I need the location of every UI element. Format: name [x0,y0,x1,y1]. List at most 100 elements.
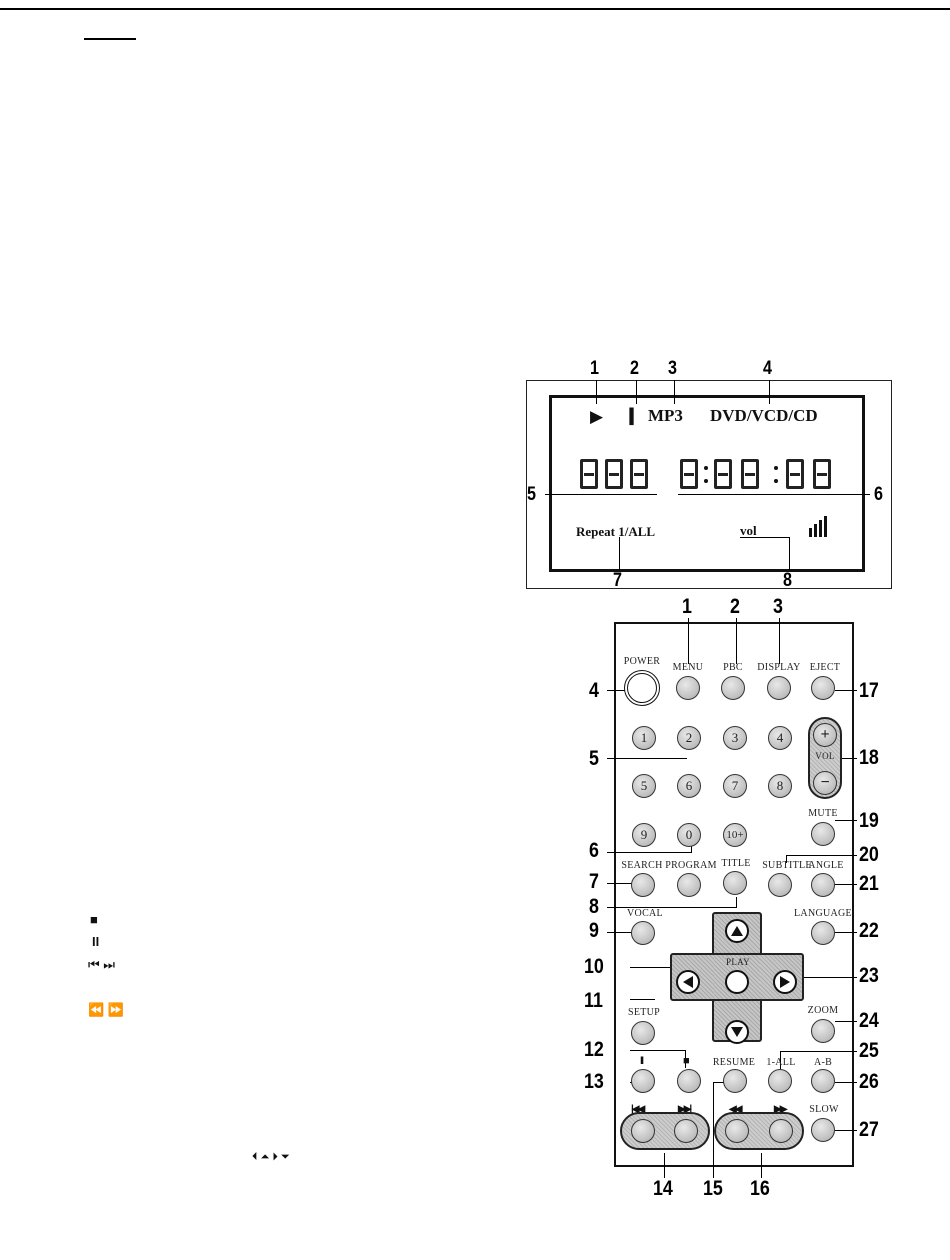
language-button[interactable] [811,921,835,945]
subtitle-button[interactable] [768,873,792,897]
lcd-leader-4 [769,380,770,404]
vocal-button[interactable] [631,921,655,945]
remote-leader-6 [607,852,692,853]
angle-label: ANGLE [808,860,844,871]
down-arrow-button[interactable] [725,1020,749,1044]
pause-icon: II [92,934,100,949]
remote-leader-22 [835,932,857,933]
lcd-screen [549,395,865,572]
resume-button[interactable] [723,1069,747,1093]
remote-callout-27: 27 [859,1118,879,1141]
remote-leader-24 [835,1021,857,1022]
digit-3-button[interactable]: 3 [723,726,747,750]
remote-leader-23 [768,977,857,978]
colon-dot [704,479,708,483]
menu-label: MENU [672,662,704,673]
segment-digit [605,459,623,489]
angle-button[interactable] [811,873,835,897]
remote-leader-14 [664,1153,665,1178]
remote-callout-6: 6 [589,839,599,862]
digit-10plus-button[interactable]: 10+ [723,823,747,847]
remote-leader-2 [736,618,737,664]
volume-down-button[interactable]: − [813,771,837,795]
lcd-leader-1 [596,380,597,404]
rewind-button[interactable] [725,1119,749,1143]
power-button[interactable] [624,670,660,706]
remote-callout-12: 12 [584,1038,604,1061]
digit-4-button[interactable]: 4 [768,726,792,750]
left-arrow-icon [683,976,693,988]
program-button[interactable] [677,873,701,897]
digit-9-button[interactable]: 9 [632,823,656,847]
fast-forward-icon: ▶▶ [774,1104,787,1115]
up-arrow-button[interactable] [725,919,749,943]
eject-button[interactable] [811,676,835,700]
remote-leader-11 [630,999,655,1000]
digit-1-button[interactable]: 1 [632,726,656,750]
lcd-leader-6 [678,494,870,495]
pbc-button[interactable] [721,676,745,700]
remote-callout-4: 4 [589,679,599,702]
setup-button[interactable] [631,1021,655,1045]
repeat-one-all-button[interactable] [768,1069,792,1093]
digit-5-button[interactable]: 5 [632,774,656,798]
pause-symbol-icon: II [640,1055,644,1067]
volume-up-button[interactable]: + [813,723,837,747]
stop-symbol-icon: ■ [683,1055,690,1067]
digit-0-button[interactable]: 0 [677,823,701,847]
skip-icon: ⏮ ⏭ [88,957,116,972]
down-arrow-icon [731,1027,743,1037]
lcd-leader-7 [619,537,620,570]
remote-leader-26 [835,1082,857,1083]
menu-button[interactable] [676,676,700,700]
volume-bar [809,528,812,537]
stop-icon: ■ [90,912,98,927]
remote-callout-7: 7 [589,870,599,893]
colon-dot [774,479,778,483]
left-arrow-button[interactable] [676,970,700,994]
remote-leader-5 [607,758,687,759]
search-button[interactable] [631,873,655,897]
slow-label: SLOW [809,1104,839,1115]
zoom-button[interactable] [811,1019,835,1043]
slow-button[interactable] [811,1118,835,1142]
stop-button[interactable] [677,1069,701,1093]
remote-leader-21 [835,884,857,885]
colon-dot [774,466,778,470]
digit-8-button[interactable]: 8 [768,774,792,798]
remote-callout-11: 11 [584,989,603,1012]
digit-6-button[interactable]: 6 [677,774,701,798]
next-track-button[interactable] [674,1119,698,1143]
program-label: PROGRAM [665,860,717,871]
rewind-icon: ◀◀ [729,1104,742,1115]
remote-leader-8b [736,897,737,908]
remote-callout-19: 19 [859,809,879,832]
right-arrow-icon [780,976,790,988]
play-enter-button[interactable] [725,970,749,994]
zoom-label: ZOOM [807,1005,839,1016]
segment-digit [680,459,698,489]
rewind-ffwd-icon: ⏪ ⏩ [88,1002,124,1017]
digit-2-button[interactable]: 2 [677,726,701,750]
segment-digit [714,459,732,489]
search-label: SEARCH [621,860,663,871]
language-label: LANGUAGE [794,908,852,919]
fast-forward-button[interactable] [769,1119,793,1143]
one-all-label: 1-ALL [766,1057,796,1068]
a-b-repeat-button[interactable] [811,1069,835,1093]
mute-button[interactable] [811,822,835,846]
right-arrow-button[interactable] [773,970,797,994]
remote-callout-18: 18 [859,746,879,769]
title-button[interactable] [723,871,747,895]
segment-digit [813,459,831,489]
remote-callout-8: 8 [589,895,599,918]
digit-7-button[interactable]: 7 [723,774,747,798]
mp3-indicator: MP3 [648,406,683,425]
pause-button[interactable] [631,1069,655,1093]
remote-leader-19 [835,820,857,821]
next-track-icon: ▶▶| [678,1104,692,1115]
remote-callout-17: 17 [859,679,879,702]
power-label: POWER [623,656,661,667]
display-button[interactable] [767,676,791,700]
previous-track-button[interactable] [631,1119,655,1143]
